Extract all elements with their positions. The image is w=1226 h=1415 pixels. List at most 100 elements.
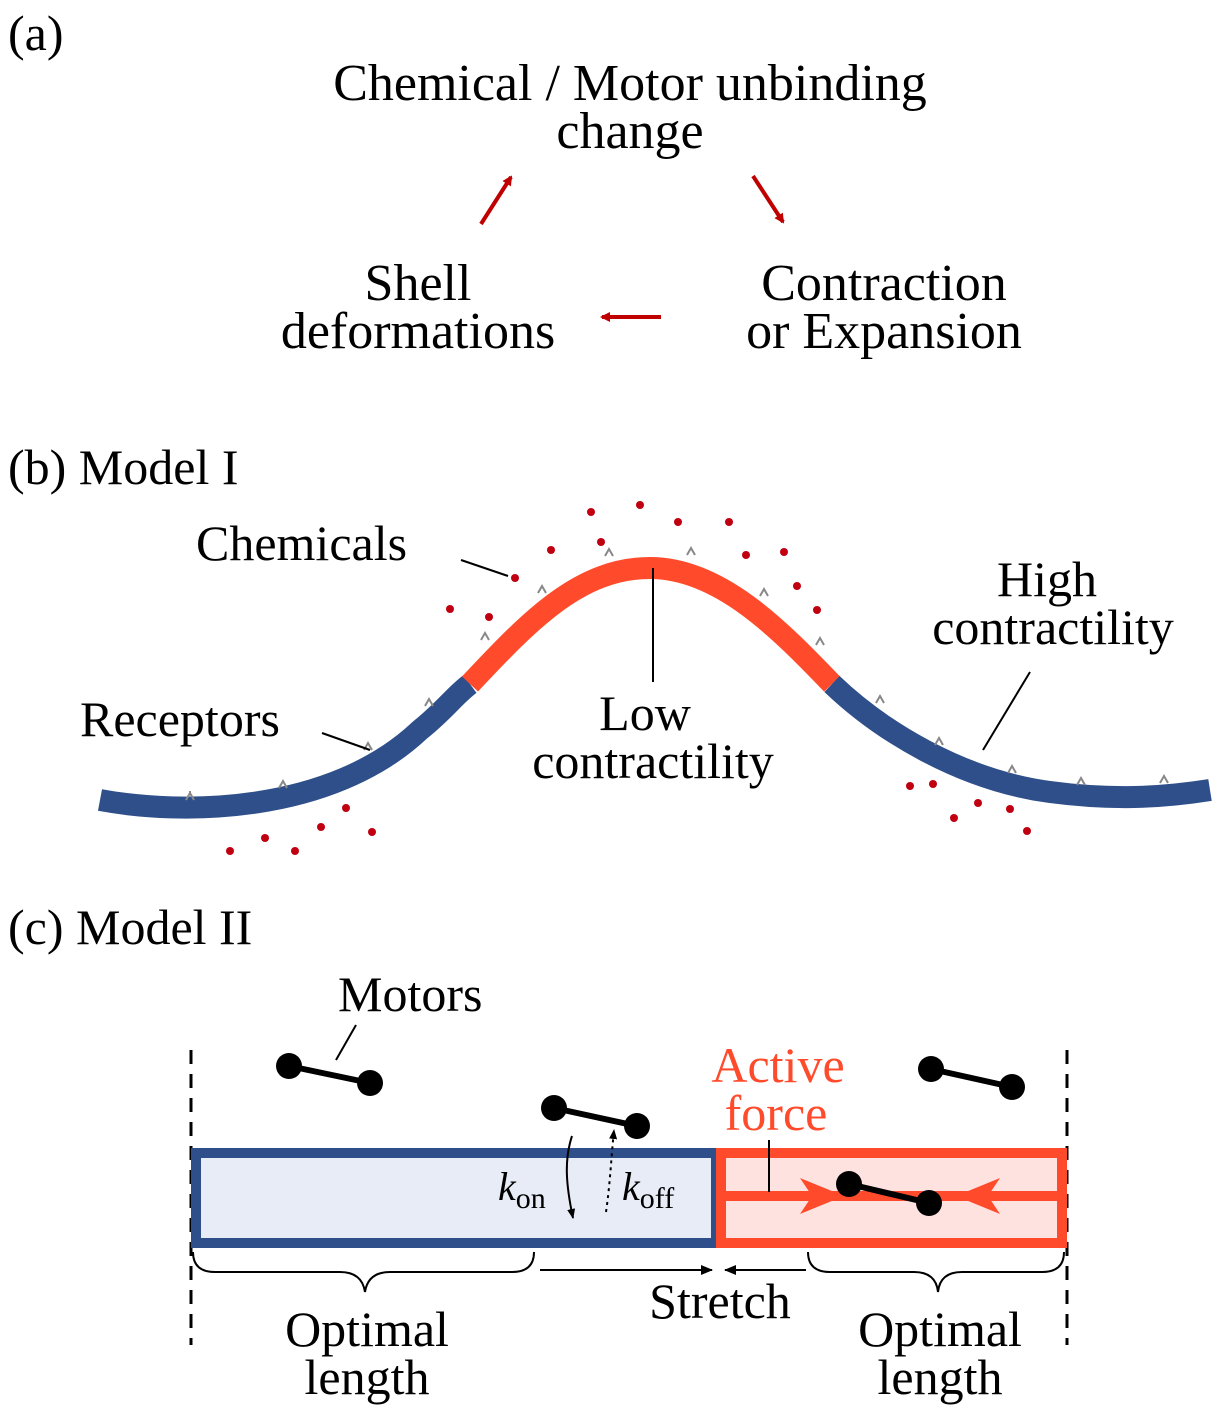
optimal-length-right-line1: Optimal <box>858 1301 1022 1357</box>
chemical-dot <box>597 538 605 546</box>
motor-link <box>288 1063 371 1086</box>
panel-b-label: (b) Model I <box>8 439 239 495</box>
receptor <box>1159 773 1169 784</box>
chemical-dot <box>587 508 595 516</box>
motor-head <box>541 1095 567 1121</box>
chemical-dot <box>547 546 555 554</box>
receptor <box>1076 775 1086 786</box>
receptor <box>424 696 434 707</box>
cycle-arrow-up <box>479 175 513 226</box>
chemicals-label: Chemicals <box>196 515 407 571</box>
motor-link <box>930 1066 1013 1090</box>
high-contractility-leader <box>982 671 1031 751</box>
chemical-dot <box>780 548 788 556</box>
motor-head <box>918 1056 944 1082</box>
motor-head <box>624 1113 650 1139</box>
shell-low-contractility <box>461 556 840 692</box>
chemicals-dots <box>226 501 1031 855</box>
low-contractility-line2: contractility <box>532 733 774 789</box>
chemical-dot <box>974 799 982 807</box>
chemical-dot <box>813 606 821 614</box>
chemical-dot <box>342 804 350 812</box>
receptor <box>934 735 944 746</box>
high-contractility-line2: contractility <box>932 599 1174 655</box>
receptor <box>1007 763 1017 774</box>
motor-head <box>916 1190 942 1216</box>
panel-c: (c) Model II <box>8 899 1069 1405</box>
optimal-length-brace-right <box>807 1251 1065 1293</box>
optimal-length-left-line2: length <box>305 1349 430 1405</box>
receptor <box>875 693 885 704</box>
shell-high-contractility-left <box>97 675 477 819</box>
cycle-top-line1: Chemical / Motor unbinding <box>333 55 927 112</box>
bound-motor <box>836 1171 942 1216</box>
passive-element-box <box>191 1148 721 1248</box>
chemical-dot <box>950 814 958 822</box>
chemical-dot <box>674 518 682 526</box>
chemical-dot <box>261 834 269 842</box>
cycle-arrow-down <box>751 174 785 224</box>
optimal-length-right-line2: length <box>878 1349 1003 1405</box>
motor-link <box>848 1181 930 1206</box>
stretch-label: Stretch <box>649 1273 791 1329</box>
chemical-dot <box>368 828 376 836</box>
chemical-dot <box>1006 805 1014 813</box>
optimal-length-left-line1: Optimal <box>285 1301 449 1357</box>
receptors-label: Receptors <box>80 691 280 747</box>
panel-b: (b) Model I <box>8 439 1212 855</box>
chemical-dot <box>793 582 801 590</box>
chemical-dot <box>636 501 644 509</box>
chemical-dot <box>1023 827 1031 835</box>
active-force-line2: force <box>725 1085 828 1141</box>
motor-head <box>999 1074 1025 1100</box>
motors-label: Motors <box>338 966 482 1022</box>
motors-leader <box>335 1024 357 1061</box>
chemical-dot <box>511 574 519 582</box>
chemicals-leader <box>460 559 509 577</box>
receptor <box>604 546 614 557</box>
chemical-dot <box>485 613 493 621</box>
active-force-line1: Active <box>711 1037 844 1093</box>
cycle-right-line2: or Expansion <box>746 303 1022 360</box>
shell-high-contractility-right <box>824 676 1212 809</box>
receptor <box>815 635 825 646</box>
chemical-dot <box>291 847 299 855</box>
motor <box>541 1095 650 1139</box>
panel-c-label: (c) Model II <box>8 899 252 955</box>
receptor <box>537 583 547 594</box>
motor-head <box>836 1171 862 1197</box>
receptor <box>185 790 195 801</box>
motor-head <box>357 1070 383 1096</box>
chemical-dot <box>906 782 914 790</box>
optimal-length-brace-left <box>192 1251 535 1293</box>
chemical-dot <box>929 780 937 788</box>
receptors <box>185 545 1169 801</box>
k-off-label: koff <box>622 1164 674 1215</box>
chemical-dot <box>226 847 234 855</box>
motor-link <box>553 1105 638 1129</box>
receptor <box>480 630 490 641</box>
motor <box>276 1053 383 1096</box>
binding-arrow <box>565 1135 576 1219</box>
chemical-dot <box>742 551 750 559</box>
receptor <box>759 586 769 597</box>
receptor <box>278 778 288 789</box>
motor <box>918 1056 1025 1100</box>
chemical-dot <box>317 823 325 831</box>
receptors-leader <box>321 732 371 751</box>
unbinding-arrow <box>605 1129 618 1213</box>
high-contractility-line1: High <box>997 551 1097 607</box>
cycle-left-line2: deformations <box>281 303 555 360</box>
cycle-top-line2: change <box>556 103 703 160</box>
panel-a-label: (a) <box>8 5 64 61</box>
receptor <box>686 545 696 556</box>
panel-a: (a) Chemical / Motor unbinding change Sh… <box>8 5 1022 360</box>
chemical-dot <box>725 518 733 526</box>
chemical-dot <box>446 605 454 613</box>
cycle-left-line1: Shell <box>365 255 472 312</box>
low-contractility-line1: Low <box>599 685 691 741</box>
motor-head <box>276 1053 302 1079</box>
cycle-right-line1: Contraction <box>761 255 1007 312</box>
k-on-label: kon <box>498 1164 546 1215</box>
